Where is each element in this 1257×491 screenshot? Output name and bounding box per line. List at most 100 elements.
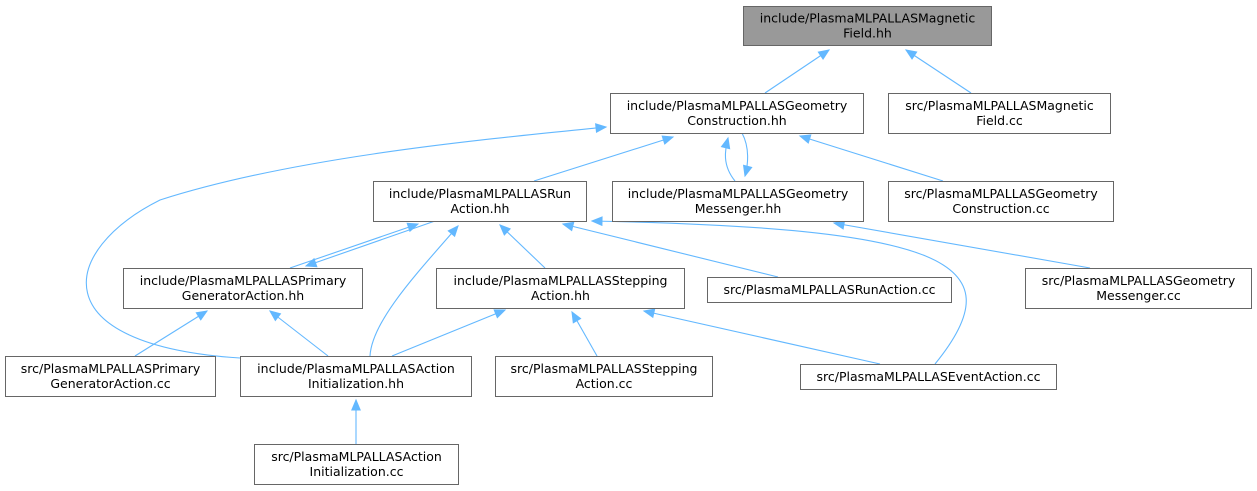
edge-line [764, 49, 830, 94]
edge-line [833, 222, 1091, 269]
edge-line [305, 220, 436, 267]
edge-line [85, 126, 607, 359]
node-runaction-hh[interactable]: include/PlasmaMLPALLASRunAction.hh [373, 181, 587, 222]
node-label-line: include/PlasmaMLPALLASGeometry [628, 186, 849, 201]
node-label-line: include/PlasmaMLPALLASGeometry [627, 98, 848, 113]
edge-eventaction_cc-to-runaction_hh [590, 216, 967, 365]
node-box [1025, 268, 1252, 309]
edge-geoconst_hh-to-magfield_hh [764, 49, 831, 94]
node-box [888, 93, 1111, 134]
node-label-line: Action.hh [531, 288, 590, 303]
node-geoconst-cc[interactable]: src/PlasmaMLPALLASGeometryConstruction.c… [888, 181, 1114, 222]
edge-arrowhead [720, 136, 731, 150]
node-label-line: Construction.cc [952, 201, 1049, 216]
node-label-line: include/PlasmaMLPALLASPrimary [140, 273, 347, 288]
node-runaction-cc[interactable]: src/PlasmaMLPALLASRunAction.cc [707, 277, 952, 303]
node-box [5, 356, 216, 397]
edge-arrowhead [742, 164, 753, 178]
edge-actioninit_hh-to-stepping_hh [391, 309, 507, 357]
edge-arrowhead [798, 134, 812, 144]
node-eventaction-cc[interactable]: src/PlasmaMLPALLASEventAction.cc [800, 364, 1057, 390]
node-box [610, 93, 864, 134]
edge-arrowhead [493, 309, 507, 319]
node-box [254, 444, 459, 485]
edge-geomess_cc-to-geomess_hh [832, 219, 1091, 269]
node-label-line: include/PlasmaMLPALLASAction [257, 361, 455, 376]
edge-geoconst_cc-to-geoconst_hh [798, 134, 944, 182]
edge-arrowhead [571, 310, 582, 324]
node-label-line: include/PlasmaMLPALLASMagnetic [760, 11, 976, 26]
edge-stepping_cc-to-stepping_hh [571, 310, 598, 357]
node-box [123, 268, 363, 309]
node-geoconst-hh[interactable]: include/PlasmaMLPALLASGeometryConstructi… [610, 93, 864, 134]
node-label-line: Messenger.hh [695, 201, 782, 216]
edge-actioninit_cc-to-actioninit_hh [351, 398, 361, 444]
node-primgen-hh[interactable]: include/PlasmaMLPALLASPrimaryGeneratorAc… [123, 268, 363, 309]
edge-line [269, 310, 329, 357]
edge-arrowhead [447, 225, 459, 238]
node-label-line: src/PlasmaMLPALLASMagnetic [905, 98, 1094, 113]
edge-arrowhead [642, 308, 656, 319]
node-label-line: src/PlasmaMLPALLASRunAction.cc [723, 282, 935, 297]
edge-line [591, 220, 967, 365]
node-box [800, 364, 1057, 390]
node-label-line: src/PlasmaMLPALLASEventAction.cc [817, 369, 1041, 384]
edge-line [391, 309, 506, 357]
node-label-line: GeneratorAction.hh [182, 288, 304, 303]
edge-runaction_hh-to-primgen_hh [304, 220, 436, 268]
edge-runaction_hh-to-geoconst_hh [533, 135, 675, 182]
edge-actioninit_hh-to-runaction_hh [369, 225, 459, 357]
edge-runaction_cc-to-runaction_hh [561, 221, 779, 278]
edge-line [134, 310, 208, 357]
node-label-line: Field.cc [976, 113, 1023, 128]
edge-actioninit_hh-to-geoconst_hh [85, 123, 608, 359]
node-label-line: GeneratorAction.cc [50, 376, 170, 391]
edge-magfield_cc-to-magfield_hh [904, 49, 972, 94]
node-geomess-hh[interactable]: include/PlasmaMLPALLASGeometryMessenger.… [612, 181, 864, 222]
node-label-line: src/PlasmaMLPALLASGeometry [1042, 273, 1236, 288]
edge-arrowhead [561, 221, 575, 232]
edge-arrowhead [590, 216, 603, 227]
node-actioninit-cc[interactable]: src/PlasmaMLPALLASActionInitialization.c… [254, 444, 459, 485]
edge-arrowhead [595, 123, 608, 134]
edges-layer [85, 49, 1091, 444]
node-label-line: src/PlasmaMLPALLASStepping [511, 361, 698, 376]
node-box [240, 356, 472, 397]
node-label-line: src/PlasmaMLPALLASAction [271, 449, 442, 464]
edge-line [799, 135, 944, 182]
edge-line [562, 223, 779, 278]
edge-arrowhead [268, 310, 282, 322]
node-label-line: Messenger.cc [1096, 288, 1181, 303]
edge-eventaction_cc-to-stepping_hh [642, 308, 881, 365]
nodes-layer: include/PlasmaMLPALLASMagneticField.hhin… [5, 6, 1252, 485]
node-label-line: include/PlasmaMLPALLASStepping [454, 273, 668, 288]
node-label-line: include/PlasmaMLPALLASRun [389, 186, 571, 201]
node-actioninit-hh[interactable]: include/PlasmaMLPALLASActionInitializati… [240, 356, 472, 397]
edge-geoconst_hh-to-geomess_hh [741, 132, 753, 178]
node-label-line: src/PlasmaMLPALLASGeometry [904, 186, 1098, 201]
node-label-line: Initialization.hh [308, 376, 404, 391]
node-box [888, 181, 1114, 222]
node-primgen-cc[interactable]: src/PlasmaMLPALLASPrimaryGeneratorAction… [5, 356, 216, 397]
edge-geomess_hh-to-geoconst_hh [720, 136, 736, 182]
edge-arrowhead [195, 310, 209, 321]
edge-line [369, 225, 459, 357]
edge-line [289, 223, 419, 269]
node-box [743, 6, 992, 46]
node-box [612, 181, 864, 222]
node-box [707, 277, 952, 303]
node-label-line: Initialization.cc [310, 464, 404, 479]
edge-arrowhead [499, 224, 512, 236]
edge-line [533, 136, 674, 182]
node-label-line: Field.hh [843, 26, 892, 41]
node-label-line: Action.cc [576, 376, 633, 391]
edge-arrowhead [661, 135, 675, 145]
edge-primgen_hh-to-runaction_hh [289, 222, 420, 269]
edge-arrowhead [904, 49, 918, 60]
edge-arrowhead [351, 398, 361, 411]
